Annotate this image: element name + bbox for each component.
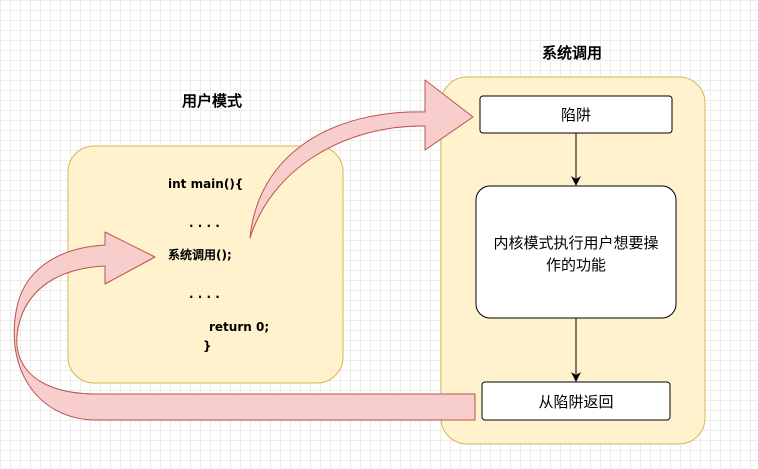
curved-arrow-to-trap (249, 79, 474, 239)
return-from-trap-box (481, 381, 671, 421)
kernel-mode-label-line1: 内核模式执行用户想要操 (493, 234, 658, 252)
curved-arrow-return (13, 231, 476, 421)
kernel-mode-box (475, 185, 677, 319)
syscall-title: 系统调用 (542, 44, 602, 62)
code-line-dots-2: . . . . (189, 287, 220, 301)
return-from-trap-label: 从陷阱返回 (538, 393, 613, 411)
trap-label: 陷阱 (561, 106, 591, 124)
user-mode-title: 用户模式 (182, 92, 242, 110)
code-line-syscall: 系统调用(); (168, 247, 232, 262)
code-line-main: int main(){ (168, 177, 243, 191)
kernel-mode-label-line2: 作的功能 (546, 256, 606, 274)
code-line-dots-1: . . . . (189, 216, 220, 230)
code-line-brace: } (203, 339, 212, 353)
code-line-return: return 0; (209, 320, 269, 334)
